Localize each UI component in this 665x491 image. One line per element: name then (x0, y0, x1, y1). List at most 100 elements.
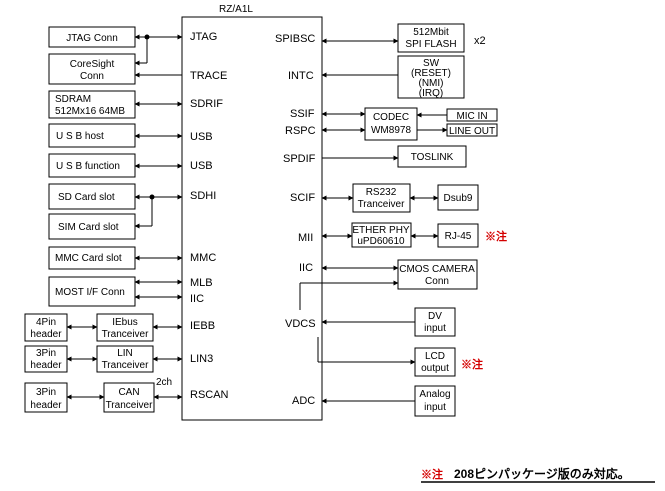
mic-in-label: MIC IN (456, 111, 487, 122)
iebus-label-1: IEbus (112, 317, 138, 328)
pin-sdrif: SDRIF (190, 98, 223, 110)
spi-flash-box (397, 23, 465, 53)
sim-card-slot-box (48, 213, 136, 240)
pin-rscan: RSCAN (190, 389, 229, 401)
sim-card-slot-label: SIM Card slot (58, 222, 119, 233)
ether-phy-label-1: ETHER PHY (352, 225, 410, 236)
pin-usb-host: USB (190, 131, 213, 143)
coresight-label-2: Conn (80, 71, 104, 82)
can-tranceiver-box (103, 382, 155, 413)
pin-ssif: SSIF (290, 108, 315, 120)
pin-vdcs: VDCS (285, 318, 316, 330)
footnote-mark: ※注 (421, 467, 443, 481)
toslink-label: TOSLINK (411, 152, 454, 163)
spi-flash-multiplier: x2 (474, 35, 486, 47)
spi-flash-label-2: SPI FLASH (405, 39, 456, 50)
header-4pin-box (24, 313, 68, 342)
pin-adc: ADC (292, 395, 315, 407)
header-3pin-can-label-2: header (30, 400, 62, 411)
pin-mmc: MMC (190, 252, 216, 264)
most-if-conn-box (48, 276, 136, 307)
header-3pin-lin-box (24, 345, 68, 373)
pin-iic-right: IIC (299, 262, 313, 274)
pin-sdhi: SDHI (190, 190, 216, 202)
dv-input-label-2: input (424, 323, 446, 334)
pin-spibsc: SPIBSC (275, 33, 315, 45)
spi-flash-label-1: 512Mbit (413, 27, 449, 38)
ether-phy-box (351, 222, 412, 248)
sdram-box (48, 90, 136, 119)
header-3pin-can-label-1: 3Pin (36, 387, 56, 398)
jtag-junction-dot (144, 34, 150, 40)
pin-mii: MII (298, 232, 313, 244)
sd-card-slot-box (48, 183, 136, 210)
sdram-label-2: 512Mx16 64MB (55, 106, 125, 117)
pin-trace: TRACE (190, 70, 227, 82)
rs232-label-1: RS232 (366, 187, 397, 198)
lin-label-2: Tranceiver (102, 360, 150, 371)
pin-iebb: IEBB (190, 320, 215, 332)
cmos-camera-box (397, 259, 478, 290)
cmos-camera-label-1: CMOS CAMERA (399, 264, 475, 275)
lin-label-1: LIN (117, 348, 133, 359)
pin-rspc: RSPC (285, 125, 316, 137)
mmc-card-slot-label: MMC Card slot (55, 253, 122, 264)
rj45-label: RJ-45 (445, 231, 472, 242)
right-connections (299, 38, 448, 404)
codec-label-1: CODEC (373, 112, 409, 123)
analog-input-label-1: Analog (419, 389, 450, 400)
line-out-label: LINE OUT (449, 126, 495, 137)
dsub9-label: Dsub9 (444, 193, 473, 204)
lcd-note-mark: ※注 (461, 357, 483, 371)
sd-card-slot-label: SD Card slot (58, 192, 115, 203)
pin-mlb: MLB (190, 277, 213, 289)
header-3pin-lin-label-1: 3Pin (36, 348, 56, 359)
pin-scif: SCIF (290, 192, 315, 204)
header-4pin-label-2: header (30, 329, 62, 340)
can-label-1: CAN (118, 387, 139, 398)
pin-intc: INTC (288, 70, 314, 82)
sdram-label-1: SDRAM (55, 94, 91, 105)
iebus-tranceiver-box (96, 313, 154, 342)
pin-jtag: JTAG (190, 31, 217, 43)
analog-input-label-2: input (424, 402, 446, 413)
lcd-output-label-1: LCD (425, 351, 445, 362)
rz-a1l-chip (181, 16, 323, 421)
lin-tranceiver-box (96, 345, 154, 373)
switch-label-2: (RESET) (411, 68, 451, 79)
pin-iic-left: IIC (190, 293, 204, 305)
usb-function-label: U S B function (56, 161, 120, 172)
footnote-text: 208ピンパッケージ版のみ対応。 (454, 466, 630, 481)
codec-label-2: WM8978 (371, 125, 411, 136)
pin-usb-function: USB (190, 160, 213, 172)
coresight-conn-box (48, 53, 136, 85)
dv-input-label-1: DV (428, 311, 442, 322)
chip-title: RZ/A1L (219, 4, 253, 15)
can-label-2: Tranceiver (106, 400, 154, 411)
jtag-conn-label: JTAG Conn (66, 33, 118, 44)
switch-box (397, 55, 465, 99)
sdhi-junction-dot (149, 194, 155, 200)
header-3pin-lin-label-2: header (30, 360, 62, 371)
rj45-note-mark: ※注 (485, 229, 507, 243)
footnote: ※注 208ピンパッケージ版のみ対応。 (421, 466, 655, 483)
ether-phy-label-2: uPD60610 (357, 236, 405, 247)
usb-host-label: U S B host (56, 131, 104, 142)
iebus-label-2: Tranceiver (102, 329, 150, 340)
switch-label-1: SW (423, 58, 440, 69)
cmos-camera-label-2: Conn (425, 276, 449, 287)
can-channel-count: 2ch (156, 377, 172, 388)
coresight-label-1: CoreSight (70, 59, 115, 70)
codec-box (364, 107, 418, 141)
switch-label-3: (NMI) (419, 78, 444, 89)
lcd-output-box (414, 347, 456, 377)
most-if-conn-label: MOST I/F Conn (55, 287, 125, 298)
pin-spdif: SPDIF (283, 153, 316, 165)
switch-label-4: (IRQ) (419, 88, 443, 99)
rs232-label-2: Tranceiver (358, 199, 406, 210)
lcd-output-label-2: output (421, 363, 449, 374)
pin-lin3: LIN3 (190, 353, 213, 365)
chip-left-pins: JTAG TRACE SDRIF USB USB SDHI MMC MLB II… (190, 31, 229, 401)
left-connections (66, 34, 183, 400)
